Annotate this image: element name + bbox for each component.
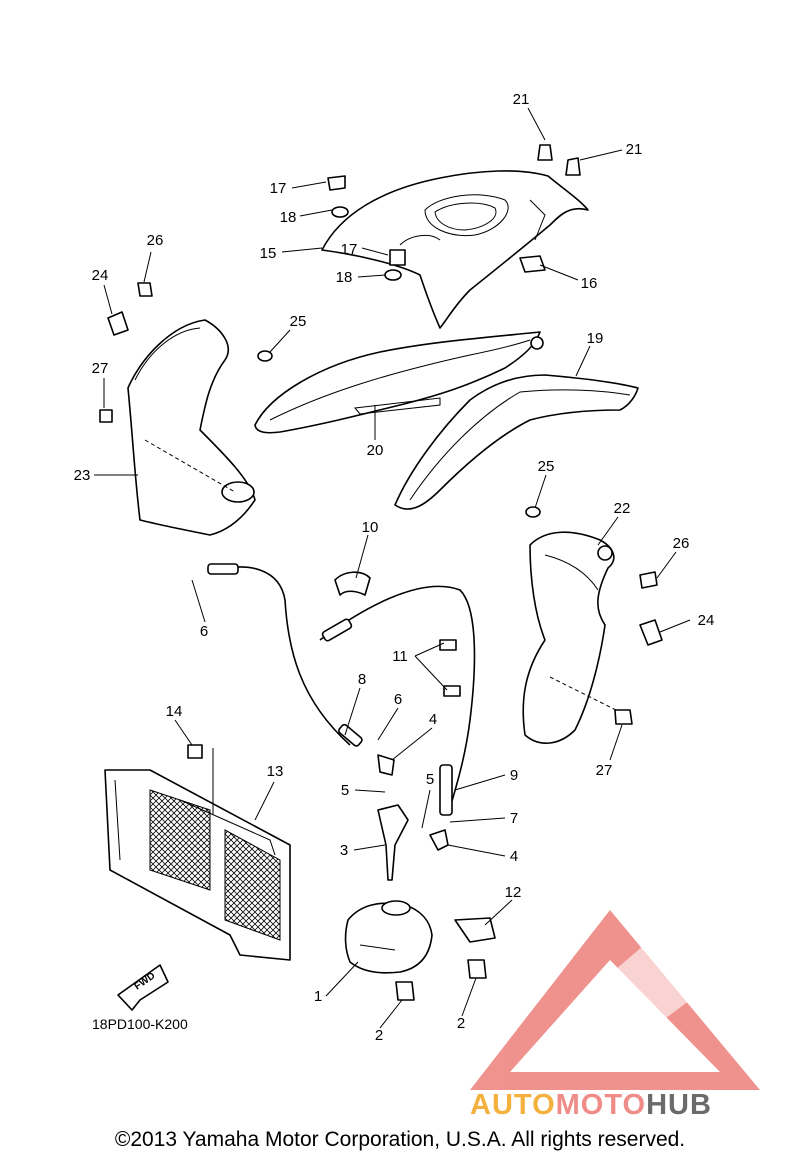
copyright-text: ©2013 Yamaha Motor Corporation, U.S.A. A… xyxy=(114,1128,686,1151)
callout-numbers: 21 21 17 18 15 17 18 16 26 24 25 27 23 1… xyxy=(74,91,715,1044)
side-panel-19 xyxy=(394,374,639,510)
callout-6b: 6 xyxy=(394,691,402,708)
callout-20: 20 xyxy=(367,442,384,459)
callout-25a: 25 xyxy=(290,313,307,330)
callout-7: 7 xyxy=(510,810,518,827)
callout-12: 12 xyxy=(505,884,522,901)
callout-24b: 24 xyxy=(698,612,715,629)
callout-19: 19 xyxy=(587,330,604,347)
callout-4b: 4 xyxy=(510,848,518,865)
callout-17b: 17 xyxy=(341,241,358,258)
callout-11: 11 xyxy=(392,648,408,665)
callout-3: 3 xyxy=(340,842,348,859)
callout-14: 14 xyxy=(166,703,183,720)
callout-15: 15 xyxy=(260,245,277,262)
callout-2b: 2 xyxy=(457,1015,465,1032)
callout-22: 22 xyxy=(614,500,631,517)
callout-21b: 21 xyxy=(626,141,643,158)
callout-8: 8 xyxy=(358,671,366,688)
side-panel-20 xyxy=(254,331,544,434)
callout-6a: 6 xyxy=(200,623,208,640)
hoses xyxy=(207,563,476,816)
callout-1: 1 xyxy=(314,988,322,1005)
leader-lines xyxy=(94,107,691,1029)
callout-23: 23 xyxy=(74,467,91,484)
callout-16: 16 xyxy=(581,275,598,292)
watermark-text: AUTOMOTOHUB xyxy=(470,1089,712,1121)
air-shroud-22 xyxy=(522,531,621,744)
callout-27b: 27 xyxy=(596,762,613,779)
callout-5a: 5 xyxy=(341,782,349,799)
callout-21a: 21 xyxy=(513,91,530,108)
radiator-guard-13 xyxy=(104,748,291,961)
callout-25b: 25 xyxy=(538,458,555,475)
callout-10: 10 xyxy=(362,519,379,536)
callout-26b: 26 xyxy=(673,535,690,552)
callout-26a: 26 xyxy=(147,232,164,249)
callout-18b: 18 xyxy=(336,269,353,286)
diagram-code: 18PD100-K200 xyxy=(92,1016,188,1032)
callout-9: 9 xyxy=(510,767,518,784)
coolant-reservoir-1 xyxy=(344,900,433,974)
callout-17a: 17 xyxy=(270,180,287,197)
fwd-arrow-icon: FWD xyxy=(117,964,169,1011)
callout-13: 13 xyxy=(267,763,284,780)
side-cover-15 xyxy=(321,170,589,329)
callout-2a: 2 xyxy=(375,1027,383,1044)
watermark-logo xyxy=(470,910,760,1090)
callout-5b: 5 xyxy=(426,771,434,788)
callout-18a: 18 xyxy=(280,209,297,226)
svg-text:AUTOMOTOHUB: AUTOMOTOHUB xyxy=(470,1089,712,1121)
callout-4a: 4 xyxy=(429,711,437,728)
callout-27a: 27 xyxy=(92,360,109,377)
air-shroud-23 xyxy=(127,319,256,536)
small-parts xyxy=(99,144,663,1001)
callout-24a: 24 xyxy=(92,267,109,284)
